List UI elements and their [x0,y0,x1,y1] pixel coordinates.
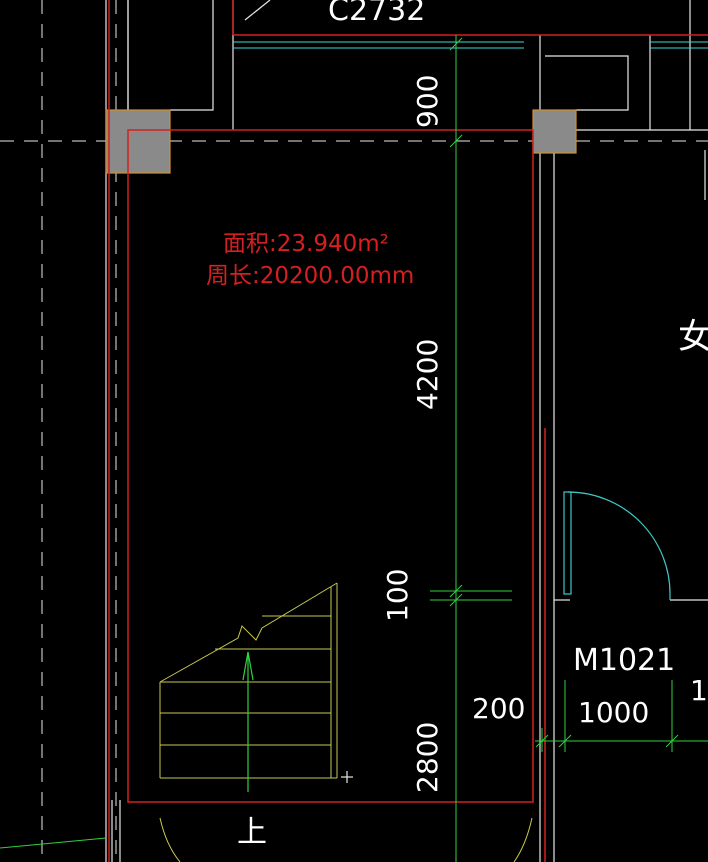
door-leaf [563,491,572,595]
room-area-label: 面积:23.940m² [223,231,389,257]
dim-tick-100b [449,593,463,607]
dim-text-200: 200 [472,692,525,725]
top-wall-segment [170,0,214,111]
top-diagonal [244,0,271,21]
right-box [545,55,629,111]
arrow-up-icon [242,651,254,792]
dim-text-900: 900 [411,75,444,128]
door-m1021 [563,491,671,600]
dim-tick-h3 [665,734,679,748]
stair-outline [159,582,338,683]
dim-tick-top [449,37,463,51]
green-axis [0,35,708,862]
room-boundary-outline [127,129,534,803]
room-name-partial: 女 [678,317,708,357]
dim-tick-h1 [535,734,549,748]
window-c2732 [233,41,708,49]
stair [159,582,533,862]
plus-icon [341,771,353,783]
room-perimeter-label: 周长:20200.00mm [206,263,414,289]
door-code-label: M1021 [573,643,675,678]
dim-tick-100a [449,584,463,598]
dim-text-2800: 2800 [411,722,444,793]
stair-up-label: 上 [237,815,267,850]
dim-tick-h2 [558,734,572,748]
door-swing-arc [567,491,671,595]
window-code-label: C2732 [328,0,425,28]
dim-text-100: 100 [381,569,414,622]
stair-curve-right [513,817,533,862]
room-boundary [108,0,708,862]
dim-tick-900 [449,134,463,148]
dim-text-4200: 4200 [411,339,444,410]
bottom-left-green [0,837,107,849]
right-partial-text: 1 [690,674,708,707]
column-left [105,109,171,174]
dim-text-1000: 1000 [578,696,649,729]
stair-curve-left [159,817,181,862]
column-right [532,109,577,154]
